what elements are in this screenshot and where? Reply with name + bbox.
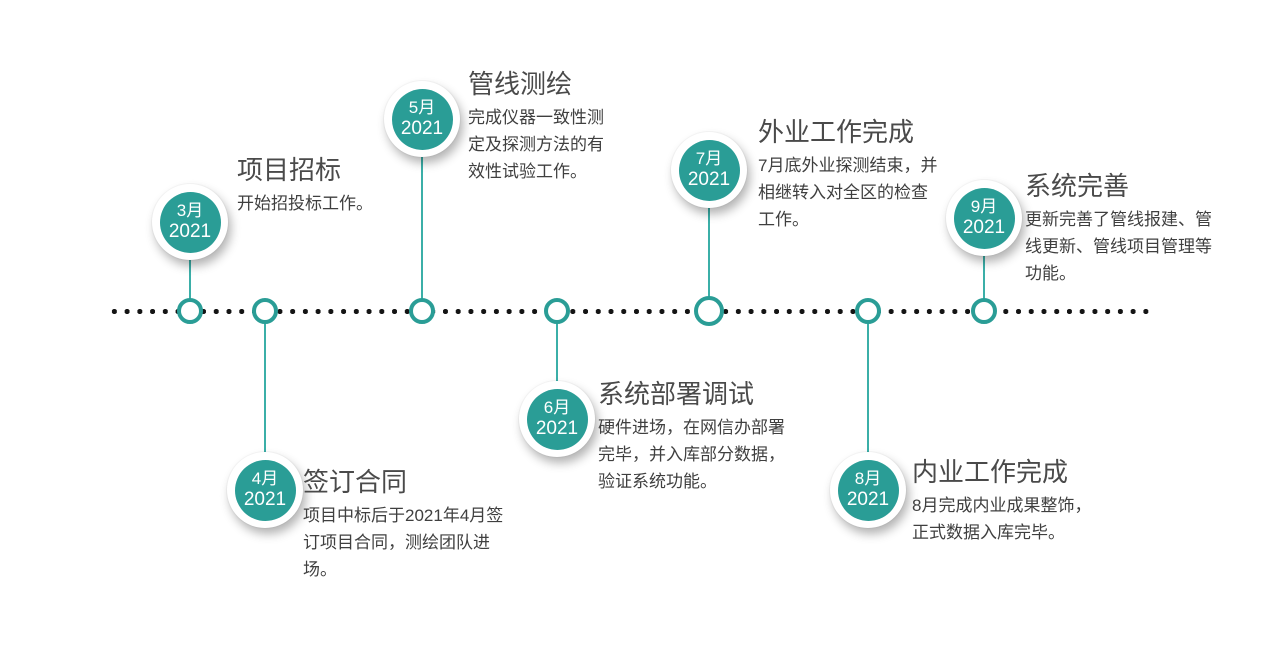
milestone-title: 系统完善	[1025, 171, 1130, 201]
date-badge-inner: 8月 2021	[837, 459, 899, 521]
milestone-year: 2021	[687, 168, 731, 190]
connector-line	[189, 222, 191, 311]
milestone-description: 开始招投标工作。	[237, 194, 373, 213]
timeline-node-ring	[409, 298, 435, 324]
milestone-year: 2021	[962, 216, 1006, 238]
milestone-text-block: 内业工作完成 8月完成内业成果整饰，正式数据入库完毕。	[912, 454, 1108, 546]
timeline-node-ring	[252, 298, 278, 324]
date-badge-inner: 9月 2021	[953, 187, 1015, 249]
date-badge: 5月 2021	[384, 81, 460, 157]
milestone-month: 8月	[854, 468, 882, 488]
milestone-title: 签订合同	[303, 467, 408, 497]
milestone-month: 5月	[408, 97, 436, 117]
date-badge: 6月 2021	[519, 381, 595, 457]
milestone-description: 硬件进场，在网信办部署完毕，并入库部分数据，验证系统功能。	[598, 418, 785, 491]
date-badge-inner: 7月 2021	[678, 139, 740, 201]
date-badge-inner: 6月 2021	[526, 388, 588, 450]
connector-line	[264, 311, 266, 490]
milestone-month: 3月	[176, 200, 204, 220]
milestone-text-block: 外业工作完成 7月底外业探测结束，并相继转入对全区的检查工作。	[758, 114, 940, 233]
date-badge-inner: 4月 2021	[234, 459, 296, 521]
milestone-description: 7月底外业探测结束，并相继转入对全区的检查工作。	[758, 156, 938, 229]
milestone-year: 2021	[535, 417, 579, 439]
milestone-month: 4月	[251, 468, 279, 488]
milestone-title: 管线测绘	[468, 69, 573, 99]
date-badge: 8月 2021	[830, 452, 906, 528]
milestone-month: 9月	[970, 196, 998, 216]
timeline-dotted-axis	[108, 308, 1155, 315]
milestone-title: 系统部署调试	[598, 379, 755, 409]
milestone-text-block: 管线测绘 完成仪器一致性测定及探测方法的有效性试验工作。	[468, 66, 620, 185]
milestone-year: 2021	[243, 488, 287, 510]
milestone-title: 外业工作完成	[758, 117, 915, 147]
milestone-title: 项目招标	[237, 155, 342, 185]
timeline-node-ring	[544, 298, 570, 324]
connector-line	[867, 311, 869, 490]
date-badge: 7月 2021	[671, 132, 747, 208]
milestone-text-block: 系统部署调试 硬件进场，在网信办部署完毕，并入库部分数据，验证系统功能。	[598, 376, 794, 495]
timeline-node-ring	[694, 296, 724, 326]
date-badge-inner: 5月 2021	[391, 88, 453, 150]
milestone-year: 2021	[846, 488, 890, 510]
date-badge-inner: 3月 2021	[159, 191, 221, 253]
timeline-node-ring	[177, 298, 203, 324]
date-badge: 3月 2021	[152, 184, 228, 260]
milestone-description: 更新完善了管线报建、管线更新、管线项目管理等功能。	[1025, 210, 1212, 283]
milestone-text-block: 项目招标 开始招投标工作。	[237, 152, 415, 217]
milestone-year: 2021	[168, 220, 212, 242]
milestone-month: 6月	[543, 397, 571, 417]
milestone-month: 7月	[695, 148, 723, 168]
connector-line	[556, 311, 558, 419]
timeline-node-ring	[971, 298, 997, 324]
milestone-year: 2021	[400, 117, 444, 139]
date-badge: 4月 2021	[227, 452, 303, 528]
milestone-text-block: 签订合同 项目中标后于2021年4月签订项目合同，测绘团队进场。	[303, 464, 505, 583]
milestone-description: 完成仪器一致性测定及探测方法的有效性试验工作。	[468, 108, 604, 181]
milestone-title: 内业工作完成	[912, 457, 1069, 487]
milestone-description: 8月完成内业成果整饰，正式数据入库完毕。	[912, 496, 1092, 542]
milestone-description: 项目中标后于2021年4月签订项目合同，测绘团队进场。	[303, 506, 504, 579]
connector-line	[983, 218, 985, 311]
date-badge: 9月 2021	[946, 180, 1022, 256]
connector-line	[421, 119, 423, 311]
connector-line	[708, 170, 710, 311]
milestone-text-block: 系统完善 更新完善了管线报建、管线更新、管线项目管理等功能。	[1025, 168, 1223, 287]
timeline-node-ring	[855, 298, 881, 324]
